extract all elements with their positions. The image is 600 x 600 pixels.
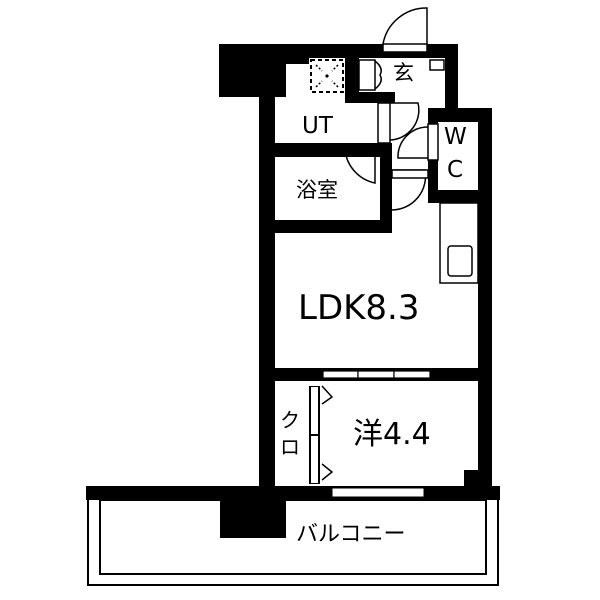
sink-icon (447, 245, 473, 277)
shoe-cabinet (358, 59, 382, 91)
sliding-doors (322, 370, 431, 379)
label-balcony: バルコニー (296, 522, 406, 547)
label-closet-line2: ロ (280, 435, 300, 459)
label-toilet-line2: C (447, 157, 464, 183)
label-ldk: LDK8.3 (298, 288, 420, 328)
closet (275, 381, 334, 486)
kitchen-counter (439, 202, 479, 284)
entrance-door-icon (382, 7, 445, 71)
balcony-window (331, 487, 425, 498)
balcony-pillar (220, 486, 286, 538)
interior-doors (344, 102, 439, 211)
label-utility: UT (302, 113, 333, 139)
label-closet-line1: ク (280, 408, 300, 432)
label-entrance: 玄 (393, 61, 414, 85)
label-western-room: 洋4.4 (353, 417, 431, 452)
washer-pan-icon (310, 59, 344, 93)
balcony (86, 486, 500, 586)
label-bathroom: 浴室 (296, 178, 338, 202)
label-toilet-line1: W (444, 124, 467, 150)
